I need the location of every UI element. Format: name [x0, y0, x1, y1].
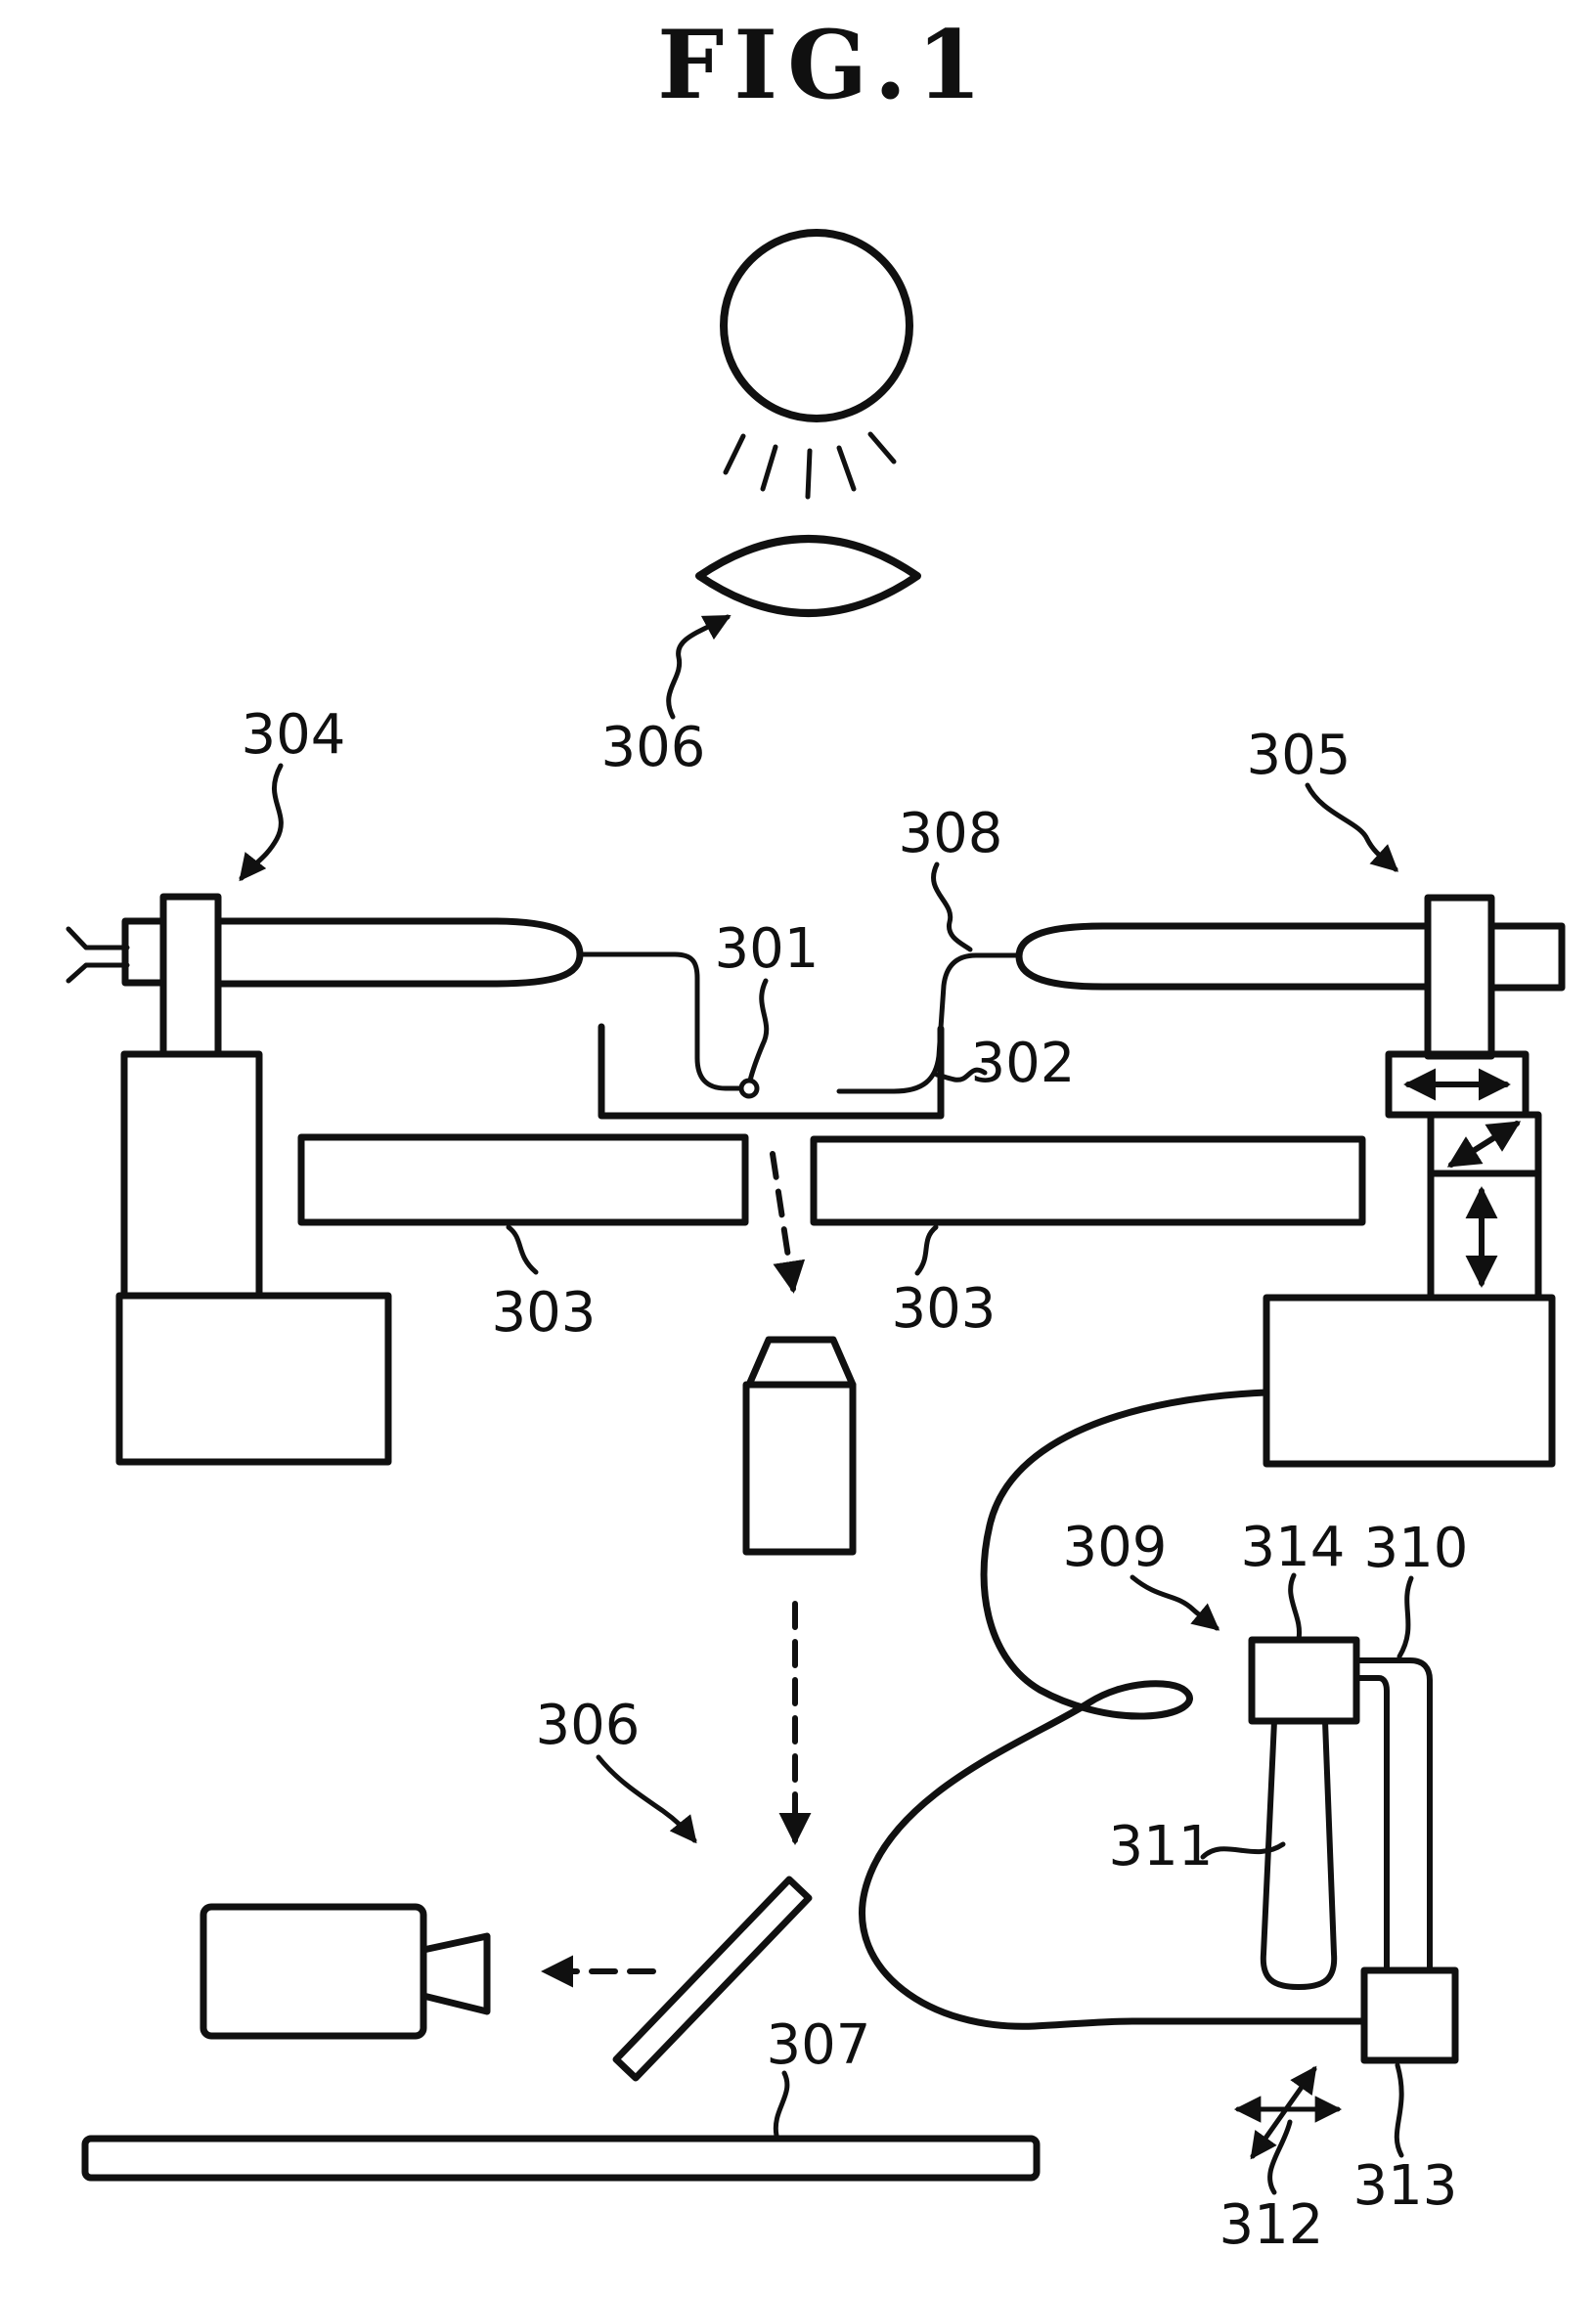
stage-plate-left: [297, 1133, 749, 1226]
right-micromanipulator: [836, 894, 1566, 1468]
light-source: [720, 229, 913, 500]
injector-unit: [1248, 1636, 1459, 2064]
label-311: 311: [1109, 1815, 1214, 1878]
controller-box: [1263, 1294, 1556, 1468]
leader-311: [1200, 1841, 1286, 1860]
leader-307: [773, 2070, 790, 2139]
label-313: 313: [1353, 2154, 1458, 2218]
optical-path-arrow-down-1: [770, 1151, 806, 1294]
support-pipe-outer: [1353, 1657, 1433, 1973]
leader-302: [934, 1067, 988, 1082]
left-micromanipulator: [66, 893, 743, 1466]
leader-312: [1267, 2119, 1293, 2195]
label-306-lower: 306: [536, 1694, 641, 1757]
leader-303-right: [914, 1224, 939, 1276]
objective-body: [742, 1381, 857, 1556]
leader-313: [1394, 2062, 1404, 2158]
objective-nose: [745, 1336, 857, 1389]
motion-arrows-312: [1233, 2065, 1343, 2160]
mirror: [612, 1876, 813, 2082]
label-303-right: 303: [892, 1277, 997, 1341]
label-301: 301: [715, 917, 820, 981]
label-309: 309: [1063, 1516, 1168, 1579]
label-305: 305: [1247, 724, 1352, 787]
camera-body: [200, 1903, 427, 2040]
left-stand-base: [115, 1292, 392, 1466]
diagonal-axis-arrow-icon: [1446, 1121, 1522, 1168]
leader-301: [747, 978, 770, 1083]
light-rays-icon: [723, 431, 897, 500]
stage-plate-right: [810, 1135, 1366, 1226]
drive-box-313: [1360, 1966, 1459, 2064]
figure-title: FIG.1: [657, 10, 992, 120]
condenser-lens: [695, 535, 921, 617]
specimen-dish: [598, 1023, 945, 1120]
left-stand-column: [120, 1050, 263, 1300]
pipette-holder-block: [159, 893, 222, 1058]
leader-305: [1305, 782, 1399, 872]
label-302: 302: [971, 1032, 1076, 1095]
leader-306-upper: [666, 614, 732, 720]
right-holder-block: [1424, 894, 1495, 1060]
label-303-left: 303: [492, 1281, 597, 1345]
label-304: 304: [242, 703, 346, 767]
objective-lens: [742, 1336, 857, 1556]
support-pipe-inner: [1353, 1675, 1390, 1973]
leader-306-lower: [596, 1754, 697, 1844]
label-308: 308: [899, 802, 1003, 865]
injector-head: [1248, 1636, 1360, 1725]
lamp-circle: [720, 229, 913, 422]
leader-309: [1130, 1574, 1220, 1631]
syringe-tube: [1260, 1718, 1338, 1990]
leader-303-left: [506, 1224, 539, 1275]
slide-glass: [81, 2135, 1041, 2182]
label-312: 312: [1219, 2193, 1324, 2257]
right-rear-stub: [1487, 922, 1566, 992]
leader-304: [239, 763, 284, 882]
tube-fork-icon: [66, 926, 130, 984]
left-pipette-needle: [577, 951, 743, 1091]
camera-lens-cone: [420, 1932, 491, 2015]
right-pipette-barrel: [1015, 922, 1432, 991]
diagonal-motion-arrow-icon: [1250, 2065, 1317, 2160]
label-314: 314: [1241, 1516, 1346, 1579]
leader-314: [1288, 1572, 1303, 1642]
leader-310: [1396, 1575, 1414, 1659]
label-310: 310: [1364, 1517, 1469, 1580]
camera: [200, 1903, 491, 2040]
label-306-upper: 306: [601, 716, 706, 779]
label-307: 307: [767, 2013, 871, 2077]
leader-308: [931, 861, 973, 952]
left-pipette-barrel: [214, 917, 584, 988]
pipette-rear-stub: [121, 917, 167, 987]
specimen-cell: [738, 1078, 760, 1099]
flexible-tube-loop: [859, 1389, 1367, 2030]
